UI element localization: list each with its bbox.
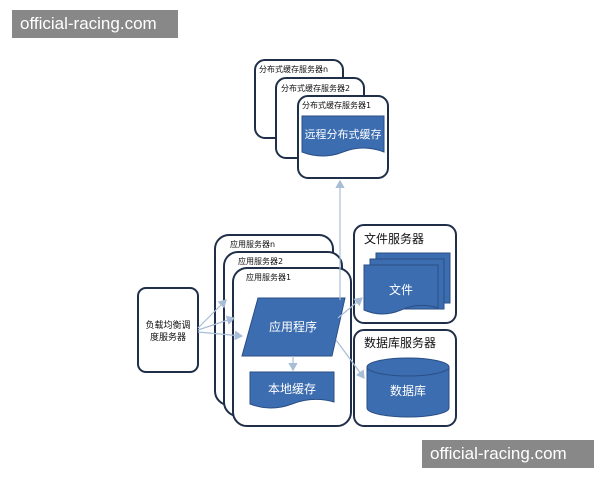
file-label: 文件 (389, 282, 413, 297)
load-balancer-label-line2: 度服务器 (150, 331, 186, 343)
local-cache-label: 本地缓存 (268, 382, 316, 396)
database-icon-top (366, 357, 450, 377)
remote-cache-shape (301, 115, 385, 157)
cache-server-1-label: 分布式缓存服务器1 (302, 100, 371, 110)
local-cache-shape (249, 371, 335, 409)
database-icon-body (366, 366, 450, 418)
file-server-label: 文件服务器 (364, 231, 424, 246)
database-label: 数据库 (390, 383, 426, 398)
application-label: 应用程序 (269, 319, 317, 334)
watermark-top: official-racing.com (12, 10, 178, 38)
app-server-n-label: 应用服务器n (230, 239, 275, 249)
cache-server-2-label: 分布式缓存服务器2 (281, 83, 350, 93)
arrow-lb-to-app-n (197, 299, 227, 329)
arrow-app-to-db-server (335, 339, 365, 379)
app-server-1-label: 应用服务器1 (246, 272, 291, 282)
app-server-2-label: 应用服务器2 (238, 256, 283, 266)
application-shape (241, 297, 346, 357)
load-balancer-label-line1: 负载均衡调 (145, 319, 190, 331)
db-server-label: 数据库服务器 (364, 335, 436, 350)
watermark-bottom: official-racing.com (422, 440, 594, 468)
arrow-lb-to-app-1 (197, 330, 244, 341)
cache-server-n-label: 分布式缓存服务器n (259, 64, 328, 74)
remote-cache-label: 远程分布式缓存 (305, 127, 382, 141)
file-icon (363, 264, 439, 315)
arrow-lb-to-app-2 (197, 315, 236, 331)
arrow-app-to-file-server (337, 297, 363, 319)
